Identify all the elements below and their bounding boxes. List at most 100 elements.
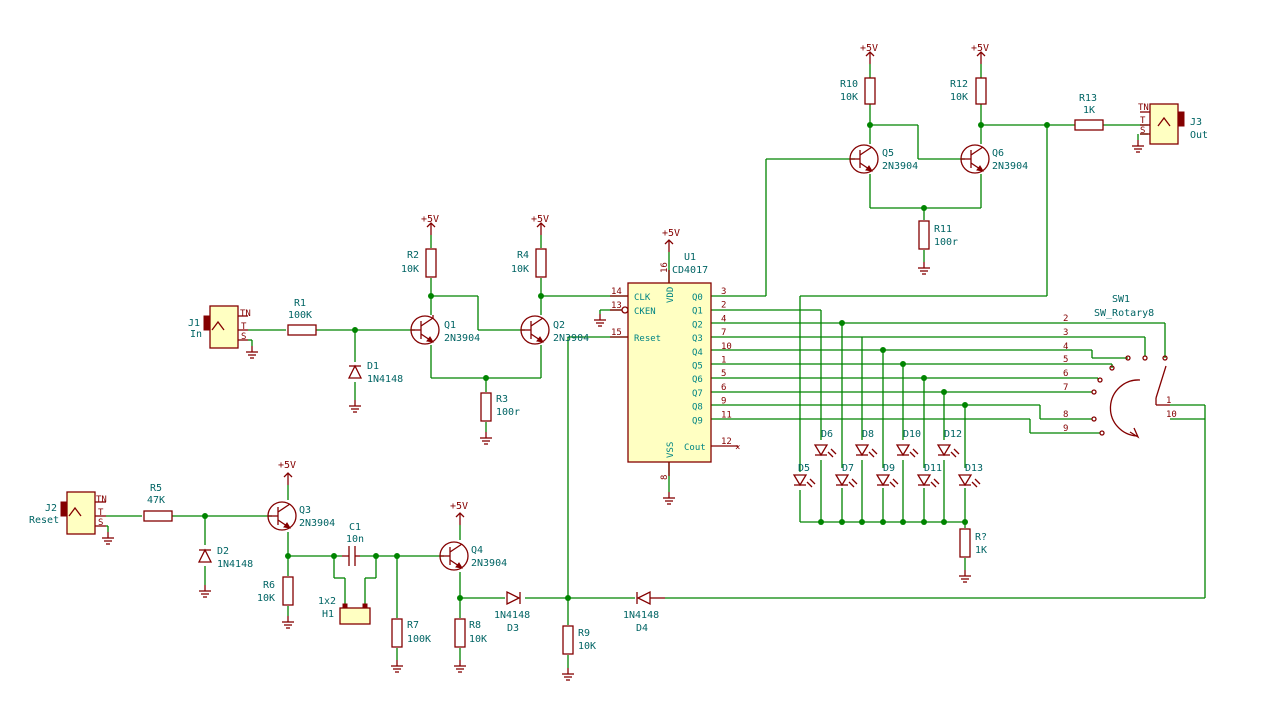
svg-text:100K: 100K xyxy=(288,310,312,321)
svg-text:10K: 10K xyxy=(840,92,858,103)
svg-text:R12: R12 xyxy=(950,79,968,90)
led-d12: D12 xyxy=(937,429,962,458)
ic-pin-name: Q6 xyxy=(692,375,703,385)
svg-text:2N3904: 2N3904 xyxy=(882,161,918,172)
svg-text:1N4148: 1N4148 xyxy=(367,374,403,385)
svg-text:Out: Out xyxy=(1190,130,1208,141)
ic-pin-number: 10 xyxy=(721,342,732,352)
svg-text:5: 5 xyxy=(1063,355,1068,365)
svg-text:2N3904: 2N3904 xyxy=(471,558,507,569)
svg-text:D11: D11 xyxy=(924,463,942,474)
led-d5: D5 xyxy=(793,463,816,488)
ic-pin-number: 12 xyxy=(721,437,732,447)
ic-u1: 3Q02Q14Q27Q310Q41Q55Q66Q79Q811Q9×12Cout … xyxy=(610,252,740,480)
svg-text:1x2: 1x2 xyxy=(318,596,336,607)
svg-text:2N3904: 2N3904 xyxy=(299,518,335,529)
svg-text:VDD: VDD xyxy=(666,287,676,303)
svg-text:R8: R8 xyxy=(469,620,481,631)
svg-text:8: 8 xyxy=(660,475,670,480)
svg-text:+5V: +5V xyxy=(971,43,989,54)
svg-text:10K: 10K xyxy=(401,264,419,275)
svg-text:D12: D12 xyxy=(944,429,962,440)
svg-text:H1: H1 xyxy=(322,609,334,620)
svg-text:Q1: Q1 xyxy=(444,320,456,331)
svg-text:R1: R1 xyxy=(294,298,306,309)
svg-text:3: 3 xyxy=(1063,328,1068,338)
svg-text:+5V: +5V xyxy=(278,460,296,471)
svg-text:C1: C1 xyxy=(349,522,361,533)
led-d6: D6 xyxy=(814,429,837,458)
svg-text:D10: D10 xyxy=(903,429,921,440)
svg-text:Reset: Reset xyxy=(29,515,59,526)
ic-pin-number: 5 xyxy=(721,369,726,379)
svg-text:J1: J1 xyxy=(188,318,200,329)
ic-pin-name: Q4 xyxy=(692,348,703,358)
svg-text:13: 13 xyxy=(611,301,622,311)
svg-text:+5V: +5V xyxy=(860,43,878,54)
svg-text:J3: J3 xyxy=(1190,117,1202,128)
svg-text:In: In xyxy=(190,329,202,340)
svg-text:D1: D1 xyxy=(367,361,379,372)
transistor-q4: Q4 2N3904 xyxy=(439,541,507,571)
svg-text:R11: R11 xyxy=(934,224,952,235)
svg-text:D9: D9 xyxy=(883,463,895,474)
svg-text:R4: R4 xyxy=(517,250,529,261)
svg-text:1N4148: 1N4148 xyxy=(494,610,530,621)
svg-text:1: 1 xyxy=(1166,396,1171,406)
svg-text:9: 9 xyxy=(1063,424,1068,434)
ic-pin-number: 1 xyxy=(721,356,726,366)
svg-text:100r: 100r xyxy=(496,407,520,418)
junctions xyxy=(202,122,1050,601)
svg-text:15: 15 xyxy=(611,328,622,338)
svg-text:100K: 100K xyxy=(407,634,431,645)
svg-text:D6: D6 xyxy=(821,429,833,440)
svg-text:R7: R7 xyxy=(407,620,419,631)
ic-pin-number: 6 xyxy=(721,383,726,393)
diode-d1: D1 1N4148 xyxy=(347,361,403,385)
svg-text:T: T xyxy=(241,322,247,332)
svg-text:S: S xyxy=(1140,126,1145,136)
svg-text:R6: R6 xyxy=(263,580,275,591)
svg-text:R?: R? xyxy=(975,532,987,543)
svg-text:Q4: Q4 xyxy=(471,545,483,556)
svg-text:J2: J2 xyxy=(45,503,57,514)
svg-text:14: 14 xyxy=(611,287,622,297)
led-d8: D8 xyxy=(855,429,878,458)
led-d10: D10 xyxy=(896,429,921,458)
led-d9: D9 xyxy=(876,463,899,488)
svg-text:+5V: +5V xyxy=(421,214,439,225)
ic-pin-name: Q2 xyxy=(692,320,703,330)
svg-text:D8: D8 xyxy=(862,429,874,440)
ic-pin-name: Q0 xyxy=(692,293,703,303)
svg-text:D13: D13 xyxy=(965,463,983,474)
svg-text:10K: 10K xyxy=(511,264,529,275)
svg-text:10K: 10K xyxy=(469,634,487,645)
svg-text:10K: 10K xyxy=(950,92,968,103)
svg-text:SW1: SW1 xyxy=(1112,294,1130,305)
svg-text:10K: 10K xyxy=(257,593,275,604)
svg-text:R13: R13 xyxy=(1079,93,1097,104)
resistor-r7: R7 100K xyxy=(391,618,431,648)
svg-text:47K: 47K xyxy=(147,495,165,506)
ic-pin-name: Q1 xyxy=(692,307,703,317)
svg-text:8: 8 xyxy=(1063,410,1068,420)
svg-text:2N3904: 2N3904 xyxy=(992,161,1028,172)
svg-text:R5: R5 xyxy=(150,483,162,494)
